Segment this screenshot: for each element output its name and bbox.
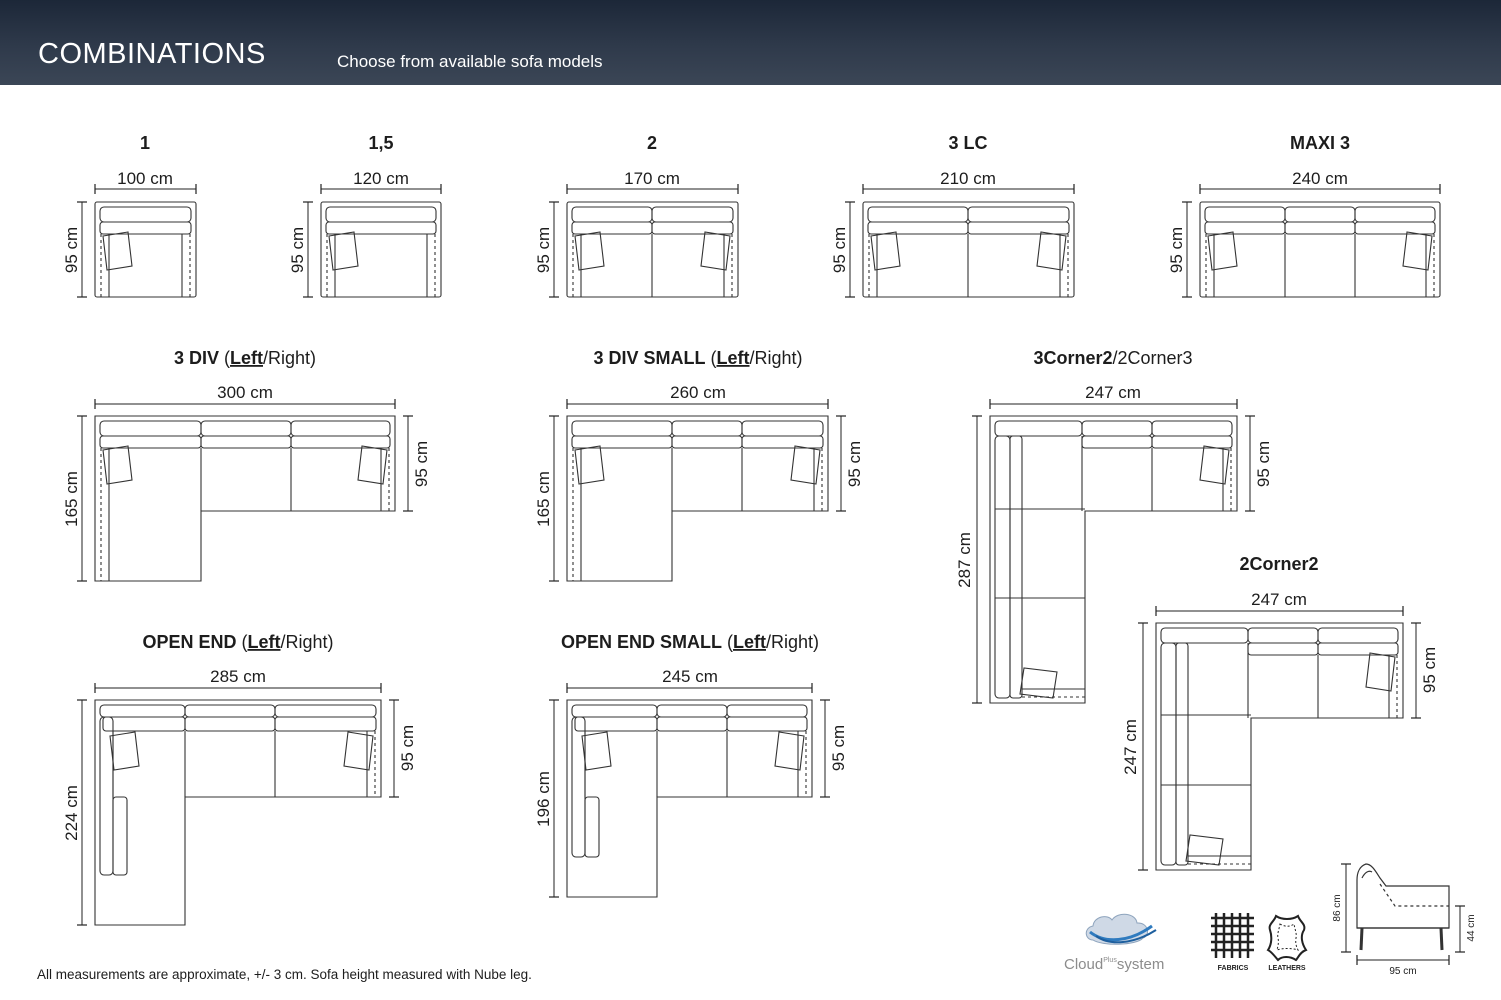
side-view-depth: 95 cm bbox=[1389, 966, 1416, 977]
model-maxi-3-title: MAXI 3 bbox=[1290, 133, 1350, 153]
model-open-end-small-title: OPEN END SMALL (Left/Right) bbox=[561, 632, 819, 652]
model-3-div-small-depth: 165 cm bbox=[534, 471, 553, 527]
page-subtitle: Choose from available sofa models bbox=[337, 52, 603, 71]
model-open-end-small-seat-depth: 95 cm bbox=[829, 725, 848, 771]
model-2corner2-title: 2Corner2 bbox=[1239, 554, 1318, 574]
side-view-seat-height: 44 cm bbox=[1466, 914, 1477, 941]
model-open-end-width: 285 cm bbox=[210, 667, 266, 686]
model-maxi-3-width: 240 cm bbox=[1292, 169, 1348, 188]
model-2corner2-depth: 247 cm bbox=[1121, 719, 1140, 775]
model-2: 2 170 cm 95 cm bbox=[534, 133, 739, 298]
fabrics-logo: FABRICS bbox=[1211, 913, 1254, 972]
model-open-end-seat-depth: 95 cm bbox=[398, 725, 417, 771]
model-2corner2: 2Corner2 247 cm 247 cm 95 cm bbox=[1121, 554, 1439, 871]
model-maxi-3-depth: 95 cm bbox=[1167, 227, 1186, 273]
leathers-label: LEATHERS bbox=[1268, 965, 1306, 972]
model-maxi-3: MAXI 3 240 cm 95 cm bbox=[1167, 133, 1441, 298]
model-1-title: 1 bbox=[140, 133, 150, 153]
model-3-lc-depth: 95 cm bbox=[830, 227, 849, 273]
model-3-div-small-title: 3 DIV SMALL (Left/Right) bbox=[593, 348, 802, 368]
model-3corner2-seat-depth: 95 cm bbox=[1254, 441, 1273, 487]
model-3-div-depth: 165 cm bbox=[62, 471, 81, 527]
model-3-div-small-seat-depth: 95 cm bbox=[845, 441, 864, 487]
model-open-end-title: OPEN END (Left/Right) bbox=[142, 632, 333, 652]
leather-hide-icon bbox=[1266, 914, 1308, 962]
model-3-lc-title: 3 LC bbox=[948, 133, 987, 153]
header-banner: COMBINATIONS Choose from available sofa … bbox=[0, 0, 1501, 85]
fabrics-label: FABRICS bbox=[1218, 965, 1249, 972]
model-3corner2-title: 3Corner2/2Corner3 bbox=[1033, 348, 1192, 368]
model-1-width: 100 cm bbox=[117, 169, 173, 188]
side-view-height: 86 cm bbox=[1332, 894, 1343, 921]
model-open-end: OPEN END (Left/Right) 285 cm 224 cm 95 c… bbox=[62, 632, 417, 926]
model-open-end-small-width: 245 cm bbox=[662, 667, 718, 686]
model-1-depth: 95 cm bbox=[62, 227, 81, 273]
page-title: COMBINATIONS bbox=[38, 38, 266, 70]
model-3-lc-width: 210 cm bbox=[940, 169, 996, 188]
cloud-icon bbox=[1085, 913, 1157, 945]
model-1-5-title: 1,5 bbox=[368, 133, 393, 153]
side-view: 86 cm 44 cm 95 cm bbox=[1332, 863, 1477, 977]
model-3-div-width: 300 cm bbox=[217, 383, 273, 402]
model-1-5: 1,5 120 cm 95 cm bbox=[288, 133, 442, 298]
model-1-5-depth: 95 cm bbox=[288, 227, 307, 273]
model-3corner2-width: 247 cm bbox=[1085, 383, 1141, 402]
model-open-end-small-depth: 196 cm bbox=[534, 771, 553, 827]
model-3corner2: 3Corner2/2Corner3 247 cm 287 cm 95 cm bbox=[955, 348, 1273, 704]
model-1-5-width: 120 cm bbox=[353, 169, 409, 188]
model-2-width: 170 cm bbox=[624, 169, 680, 188]
model-3-div-title: 3 DIV (Left/Right) bbox=[174, 348, 316, 368]
model-1: 1 100 cm 95 cm bbox=[62, 133, 197, 298]
model-open-end-small: OPEN END SMALL (Left/Right) 245 cm 196 c… bbox=[534, 632, 848, 898]
leathers-logo: LEATHERS bbox=[1266, 914, 1308, 972]
fabric-weave-icon bbox=[1211, 913, 1254, 958]
model-3-div-small-width: 260 cm bbox=[670, 383, 726, 402]
model-open-end-depth: 224 cm bbox=[62, 785, 81, 841]
model-3corner2-depth: 287 cm bbox=[955, 532, 974, 588]
model-2corner2-width: 247 cm bbox=[1251, 590, 1307, 609]
model-3-div-seat-depth: 95 cm bbox=[412, 441, 431, 487]
model-2corner2-seat-depth: 95 cm bbox=[1420, 647, 1439, 693]
model-3-lc: 3 LC 210 cm 95 cm bbox=[830, 133, 1075, 298]
model-2-depth: 95 cm bbox=[534, 227, 553, 273]
cloud-logo-text: CloudPlussystem bbox=[1064, 956, 1164, 973]
model-2-title: 2 bbox=[647, 133, 657, 153]
cloud-plus-system-logo: CloudPlussystem bbox=[1064, 913, 1164, 973]
footer-note: All measurements are approximate, +/- 3 … bbox=[37, 967, 532, 982]
model-3-div: 3 DIV (Left/Right) 300 cm 165 cm 95 cm bbox=[62, 348, 431, 582]
model-3-div-small: 3 DIV SMALL (Left/Right) 260 cm 165 cm 9… bbox=[534, 348, 864, 582]
